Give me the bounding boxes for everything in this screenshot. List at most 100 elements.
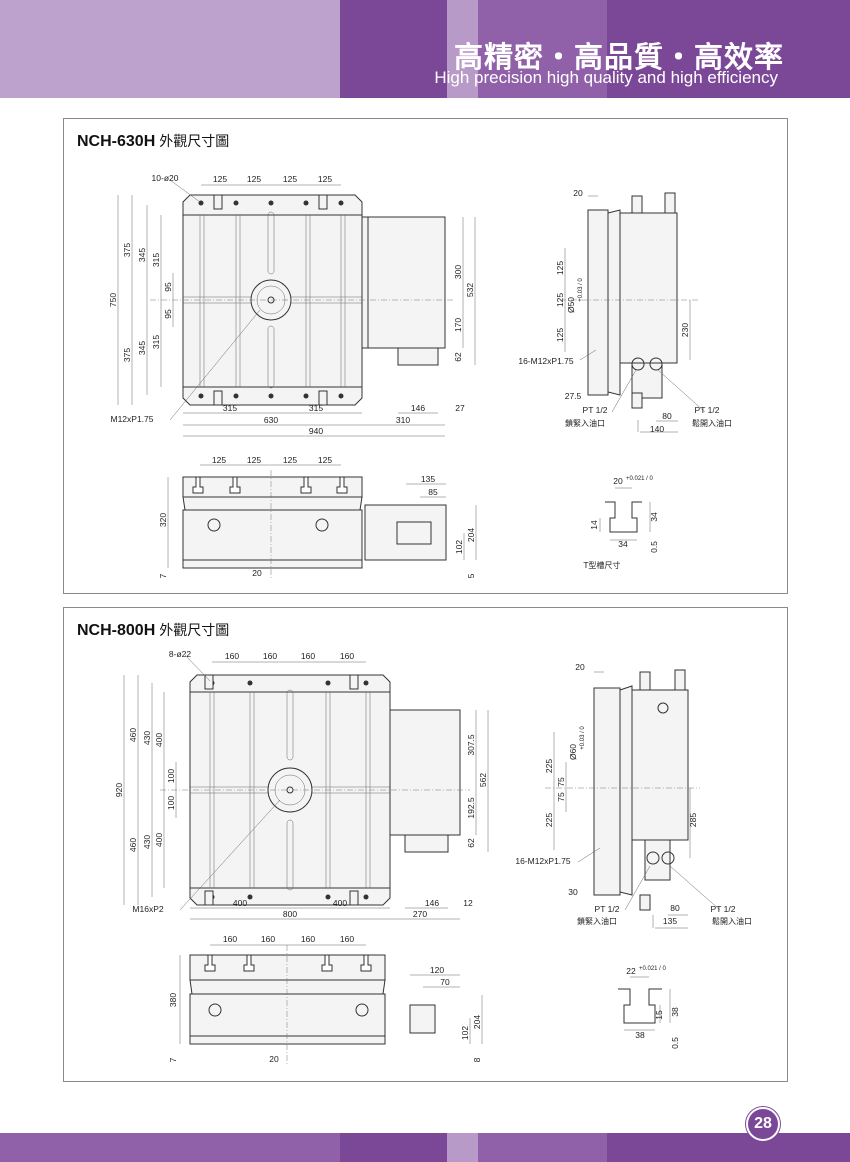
dimension-label: 285 bbox=[688, 813, 698, 827]
dimension-label: Ø50 bbox=[566, 297, 576, 313]
dimension-label: 100 bbox=[166, 769, 176, 783]
dimension-label: 75 bbox=[556, 792, 566, 802]
dimension-label: 125 bbox=[555, 261, 565, 275]
dimension-label: 430 bbox=[142, 835, 152, 849]
dimension-label: 27 bbox=[455, 403, 465, 413]
dimension-label: 160 bbox=[301, 651, 315, 661]
dimension-label: 0.5 bbox=[649, 541, 659, 553]
dimension-label: 30 bbox=[568, 887, 578, 897]
dimension-label: 146 bbox=[425, 898, 439, 908]
annotation-label: M16xP2 bbox=[132, 904, 163, 914]
dimension-label: 120 bbox=[430, 965, 444, 975]
dimension-label: 75 bbox=[556, 777, 566, 787]
dimension-label: 204 bbox=[472, 1015, 482, 1029]
annotation-label: 16-M12xP1.75 bbox=[515, 856, 571, 866]
dimension-label: 100 bbox=[166, 796, 176, 810]
dimension-label: 20 bbox=[269, 1054, 279, 1064]
dimension-label: T型槽尺寸 bbox=[583, 560, 621, 570]
dimension-label: 170 bbox=[453, 318, 463, 332]
dimension-label: 460 bbox=[128, 728, 138, 742]
dimension-label: 300 bbox=[453, 265, 463, 279]
dimension-label: +0.03 / 0 bbox=[580, 726, 586, 750]
dimension-label: 345 bbox=[137, 341, 147, 355]
dimension-label: 160 bbox=[301, 934, 315, 944]
dimension-label: 630 bbox=[264, 415, 278, 425]
dimension-label: 146 bbox=[411, 403, 425, 413]
dimension-label: 400 bbox=[154, 833, 164, 847]
dimension-label: 315 bbox=[151, 335, 161, 349]
dimension-label: 160 bbox=[263, 651, 277, 661]
dimension-label: 160 bbox=[340, 934, 354, 944]
dimension-label: 102 bbox=[454, 540, 464, 554]
dimension-label: 270 bbox=[413, 909, 427, 919]
dimension-label: 125 bbox=[555, 328, 565, 342]
header-title-cn: 高精密・高品質・高效率 bbox=[453, 40, 784, 74]
dimension-label: 15 bbox=[654, 1010, 664, 1020]
dimension-label: 135 bbox=[663, 916, 677, 926]
dimension-label: 14 bbox=[589, 520, 599, 530]
dimension-label: 160 bbox=[225, 651, 239, 661]
dimension-label: 430 bbox=[142, 731, 152, 745]
dimension-label: 310 bbox=[396, 415, 410, 425]
nch-800h-front-view bbox=[179, 944, 483, 1065]
dimension-label: 34 bbox=[618, 539, 628, 549]
nch-630h-side-view bbox=[560, 192, 706, 433]
dimension-label: 460 bbox=[128, 838, 138, 852]
dimension-label: 8 bbox=[472, 1057, 482, 1062]
dimension-label: 27.5 bbox=[565, 391, 582, 401]
dimension-label: 375 bbox=[122, 348, 132, 362]
dimension-label: 0.5 bbox=[670, 1037, 680, 1049]
dimension-label: 125 bbox=[283, 174, 297, 184]
page-number: 28 bbox=[746, 1107, 780, 1141]
dimension-label: 20 bbox=[573, 188, 583, 198]
dimension-label: 230 bbox=[680, 323, 690, 337]
dimension-label: PT 1/2 bbox=[595, 904, 620, 914]
annotation-label: 鎖緊入油口 bbox=[577, 916, 617, 926]
dimension-label: +0.021 / 0 bbox=[639, 966, 667, 972]
header-title-en: High precision high quality and high eff… bbox=[434, 68, 778, 87]
dimension-label: PT 1/2 bbox=[583, 405, 608, 415]
dimension-label: 62 bbox=[466, 838, 476, 848]
dimension-label: 12 bbox=[463, 898, 473, 908]
dimension-label: 160 bbox=[223, 934, 237, 944]
dimension-label: 125 bbox=[318, 455, 332, 465]
dimension-label: 160 bbox=[340, 651, 354, 661]
dimension-label: Ø60 bbox=[568, 744, 578, 760]
dimension-label: 135 bbox=[421, 474, 435, 484]
dimension-label: 940 bbox=[309, 426, 323, 436]
dimension-label: 102 bbox=[460, 1026, 470, 1040]
dimension-label: 20 bbox=[252, 568, 262, 578]
dimension-label: 125 bbox=[247, 455, 261, 465]
nch-800h-t-slot bbox=[618, 976, 671, 1031]
dimension-label: 125 bbox=[212, 455, 226, 465]
dimension-label: 20 bbox=[575, 662, 585, 672]
dimension-label: +0.021 / 0 bbox=[626, 476, 654, 482]
dimension-label: 320 bbox=[158, 513, 168, 527]
dimension-label: 7 bbox=[158, 573, 168, 578]
dimension-label: 34 bbox=[649, 512, 659, 522]
dimension-label: 920 bbox=[114, 783, 124, 797]
dimension-label: 345 bbox=[137, 248, 147, 262]
nch-800h-side-view bbox=[545, 669, 721, 929]
annotation-label: 鎖緊入油口 bbox=[565, 418, 605, 428]
dimension-label: 125 bbox=[213, 174, 227, 184]
dimension-label: 70 bbox=[440, 977, 450, 987]
dimension-label: 80 bbox=[662, 411, 672, 421]
dimension-label: 375 bbox=[122, 243, 132, 257]
dimension-label: 62 bbox=[453, 352, 463, 362]
dimension-label: 160 bbox=[261, 934, 275, 944]
annotation-label: 8-ø22 bbox=[169, 649, 191, 659]
dimension-label: 125 bbox=[283, 455, 297, 465]
dimension-label: 307.5 bbox=[466, 734, 476, 756]
dimension-label: PT 1/2 bbox=[711, 904, 736, 914]
annotation-label: 鬆開入油口 bbox=[692, 418, 732, 428]
dimension-label: 140 bbox=[650, 424, 664, 434]
annotation-label: M12xP1.75 bbox=[111, 414, 154, 424]
dimension-label: 125 bbox=[247, 174, 261, 184]
dimension-label: 315 bbox=[151, 253, 161, 267]
dimension-label: 95 bbox=[163, 282, 173, 292]
dimension-label: 20 bbox=[613, 476, 623, 486]
